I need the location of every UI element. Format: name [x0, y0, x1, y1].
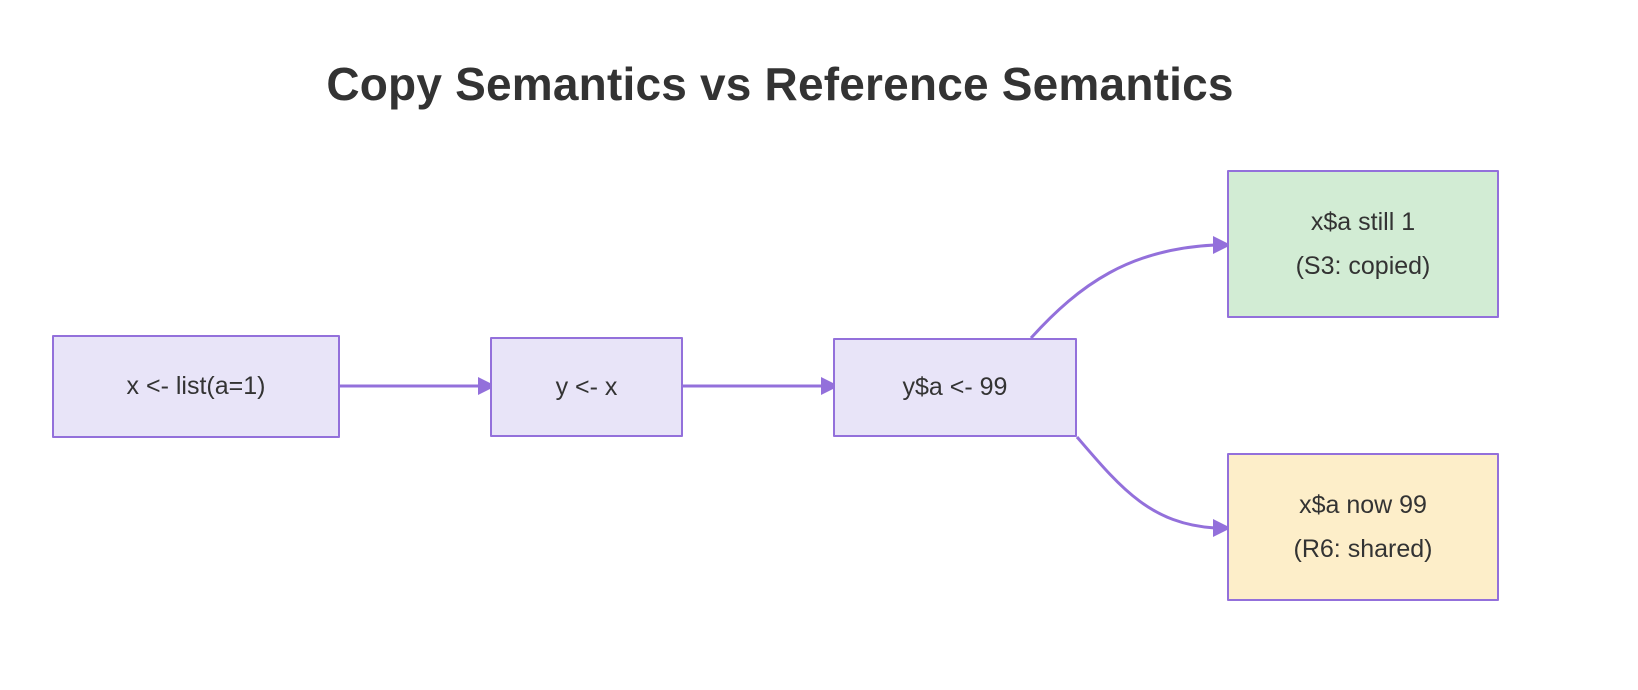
node-y-assign[interactable]: y <- x	[490, 337, 683, 437]
node-r6-share[interactable]: x$a now 99 (R6: shared)	[1227, 453, 1499, 601]
node-s3-copy[interactable]: x$a still 1 (S3: copied)	[1227, 170, 1499, 318]
node-label-line: x$a still 1	[1310, 207, 1416, 236]
node-label-line: y <- x	[555, 372, 618, 401]
edge-y-mutate-to-s3-copy	[1029, 236, 1231, 340]
node-label-line: (S3: copied)	[1295, 252, 1431, 280]
edge-y-assign-to-y-mutate	[683, 377, 839, 395]
node-x-assign[interactable]: x <- list(a=1)	[52, 335, 340, 438]
node-label-line: x <- list(a=1)	[126, 372, 266, 401]
node-label-line: (R6: shared)	[1293, 535, 1433, 563]
edge-y-mutate-to-r6-share	[1075, 436, 1231, 537]
node-label-line: x$a now 99	[1299, 490, 1427, 519]
node-label-line: y$a <- 99	[902, 373, 1008, 402]
edge-x-assign-to-y-assign	[340, 377, 496, 395]
node-y-mutate[interactable]: y$a <- 99	[833, 338, 1077, 437]
diagram-title: Copy Semantics vs Reference Semantics	[326, 58, 1234, 110]
